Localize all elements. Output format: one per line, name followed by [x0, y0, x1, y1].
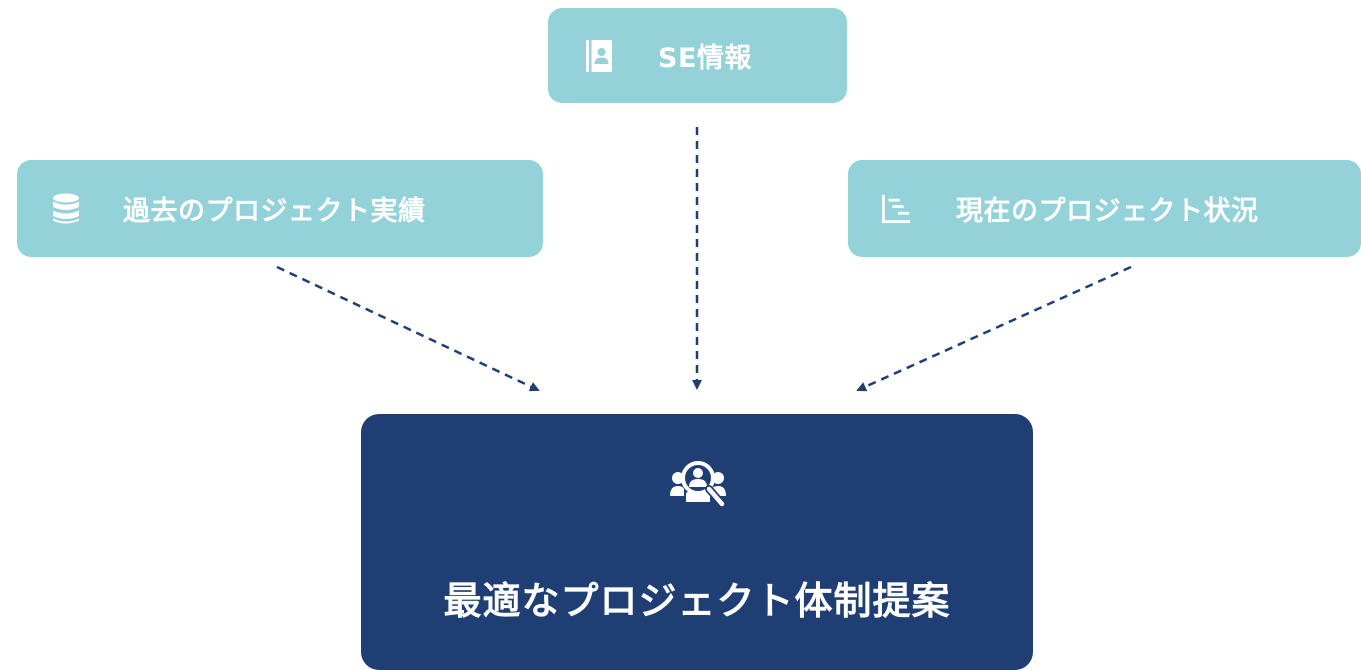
database-icon [51, 192, 81, 226]
se-info-label: SE情報 [658, 43, 752, 74]
current-projects-box: 現在のプロジェクト状況 [848, 160, 1361, 257]
gantt-chart-icon [882, 192, 912, 226]
arrow-past-to-result [276, 265, 540, 392]
team-search-icon [670, 458, 726, 518]
past-projects-label: 過去のプロジェクト実績 [123, 196, 426, 227]
arrow-current-to-result [856, 265, 1132, 392]
se-info-box: SE情報 [548, 8, 847, 103]
result-box: 最適なプロジェクト体制提案 [361, 414, 1033, 670]
result-title: 最適なプロジェクト体制提案 [443, 579, 951, 623]
contact-book-icon [584, 39, 614, 73]
current-projects-label: 現在のプロジェクト状況 [956, 196, 1259, 227]
past-projects-box: 過去のプロジェクト実績 [17, 160, 543, 257]
